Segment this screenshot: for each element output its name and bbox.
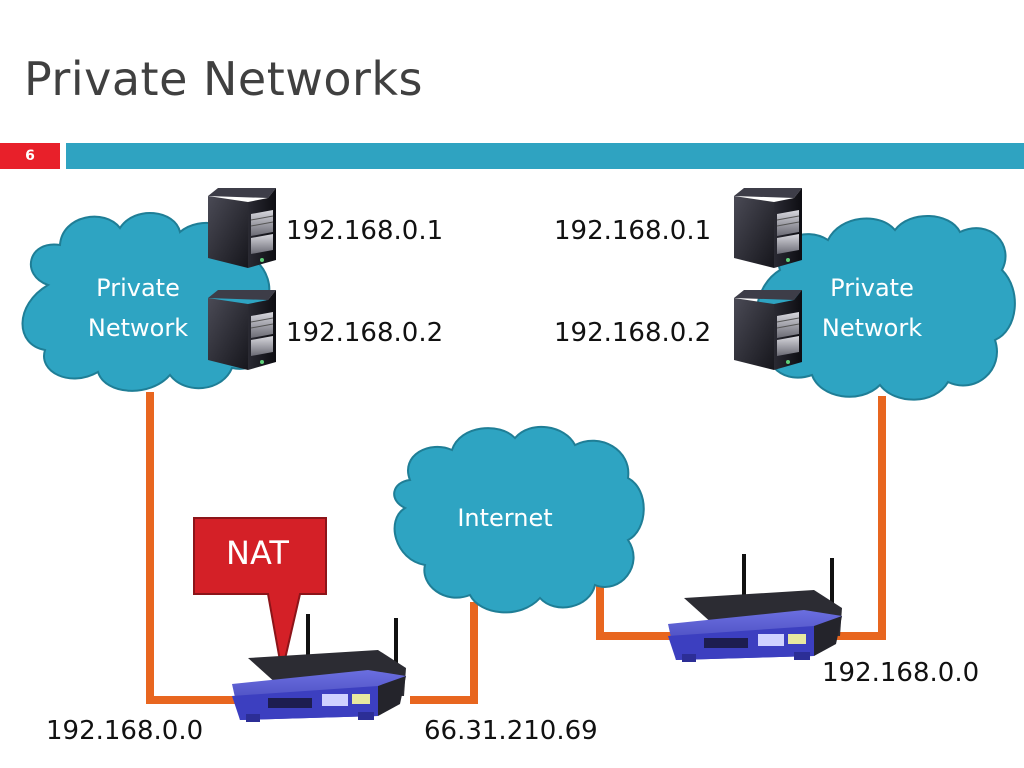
right-cloud-label: Private Network	[804, 268, 940, 348]
link-right-router-to-right-network	[820, 396, 886, 640]
right-cloud-label-line1: Private	[830, 274, 914, 302]
public-ip-address: 66.31.210.69	[424, 716, 598, 746]
nat-router-icon	[232, 614, 406, 722]
internet-cloud	[393, 425, 645, 614]
title-accent-bar	[66, 143, 1024, 169]
right-server-1-icon	[733, 187, 803, 269]
right-host-1-ip: 192.168.0.1	[554, 216, 712, 246]
slide-title: Private Networks	[24, 52, 424, 106]
left-cloud-label: Private Network	[70, 268, 206, 348]
left-cloud-label-line2: Network	[87, 314, 189, 342]
left-server-1-icon	[207, 187, 277, 269]
slide-number: 6	[0, 143, 60, 169]
left-host-1-ip: 192.168.0.1	[286, 216, 444, 246]
internet-cloud-label: Internet	[457, 504, 553, 532]
left-network-address: 192.168.0.0	[46, 716, 204, 746]
left-host-2-ip: 192.168.0.2	[286, 318, 444, 348]
link-left-network-to-nat-router	[146, 392, 240, 704]
nat-callout	[193, 517, 327, 673]
right-host-2-ip: 192.168.0.2	[554, 318, 712, 348]
right-cloud-label-line2: Network	[821, 314, 923, 342]
link-internet-to-right-router	[596, 578, 676, 640]
nat-label: NAT	[226, 534, 289, 572]
left-cloud-label-line1: Private	[96, 274, 180, 302]
network-links	[146, 392, 886, 704]
right-private-network-cloud	[755, 215, 1016, 401]
right-network-address: 192.168.0.0	[822, 658, 980, 688]
link-nat-router-to-internet	[410, 602, 478, 704]
right-router-icon	[668, 554, 842, 662]
